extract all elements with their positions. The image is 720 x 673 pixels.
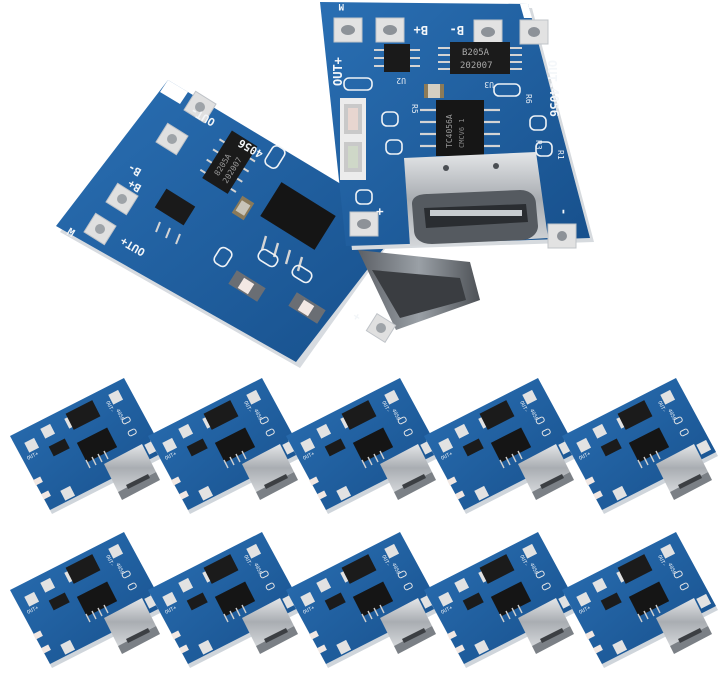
module-8	[285, 531, 443, 669]
module-4	[423, 377, 581, 515]
front-label-r8: R6	[524, 94, 533, 104]
front-label-u3: U3	[484, 80, 494, 89]
front-charger-ic-label: TC4056A	[445, 114, 454, 148]
module-row-2	[9, 531, 719, 669]
hero-board-back: 8205A 202007	[56, 80, 480, 368]
front-label-out-minus: OUT-	[545, 60, 559, 89]
front-label-u2: U2	[396, 76, 406, 85]
front-label-r5: R5	[410, 104, 419, 114]
front-label-m: M	[338, 1, 344, 11]
module-6	[9, 531, 167, 669]
module-5	[561, 377, 719, 515]
back-label-b-plus: B+	[125, 177, 143, 195]
back-label-plus: +	[350, 310, 363, 325]
front-label-r3: R3	[534, 140, 543, 150]
module-7	[147, 531, 305, 669]
front-protection-ic-date: 202007	[460, 61, 493, 71]
usb-c-connector	[404, 152, 548, 246]
front-protection-ic-label: B205A	[462, 48, 490, 58]
front-label-model: 4056	[547, 88, 561, 117]
front-charger-ic-code: CMCV6 1	[458, 118, 466, 148]
module-row-1	[9, 377, 719, 515]
front-label-b-minus: B-	[450, 23, 464, 37]
front-label-out-plus: OUT+	[331, 57, 345, 86]
module-grid	[9, 377, 719, 669]
back-label-b-minus: B-	[126, 161, 144, 179]
module-1	[9, 377, 167, 515]
module-3	[285, 377, 443, 515]
module-2	[147, 377, 305, 515]
front-label-r1: R1	[556, 150, 565, 160]
module-9	[423, 531, 581, 669]
module-10	[561, 531, 719, 669]
front-label-b-plus: B+	[414, 23, 428, 37]
front-label-minus: -	[557, 208, 571, 215]
front-label-plus: +	[373, 208, 387, 215]
hero-board-front: B205A 202007 TC4056A CMCV6 1	[320, 1, 594, 250]
